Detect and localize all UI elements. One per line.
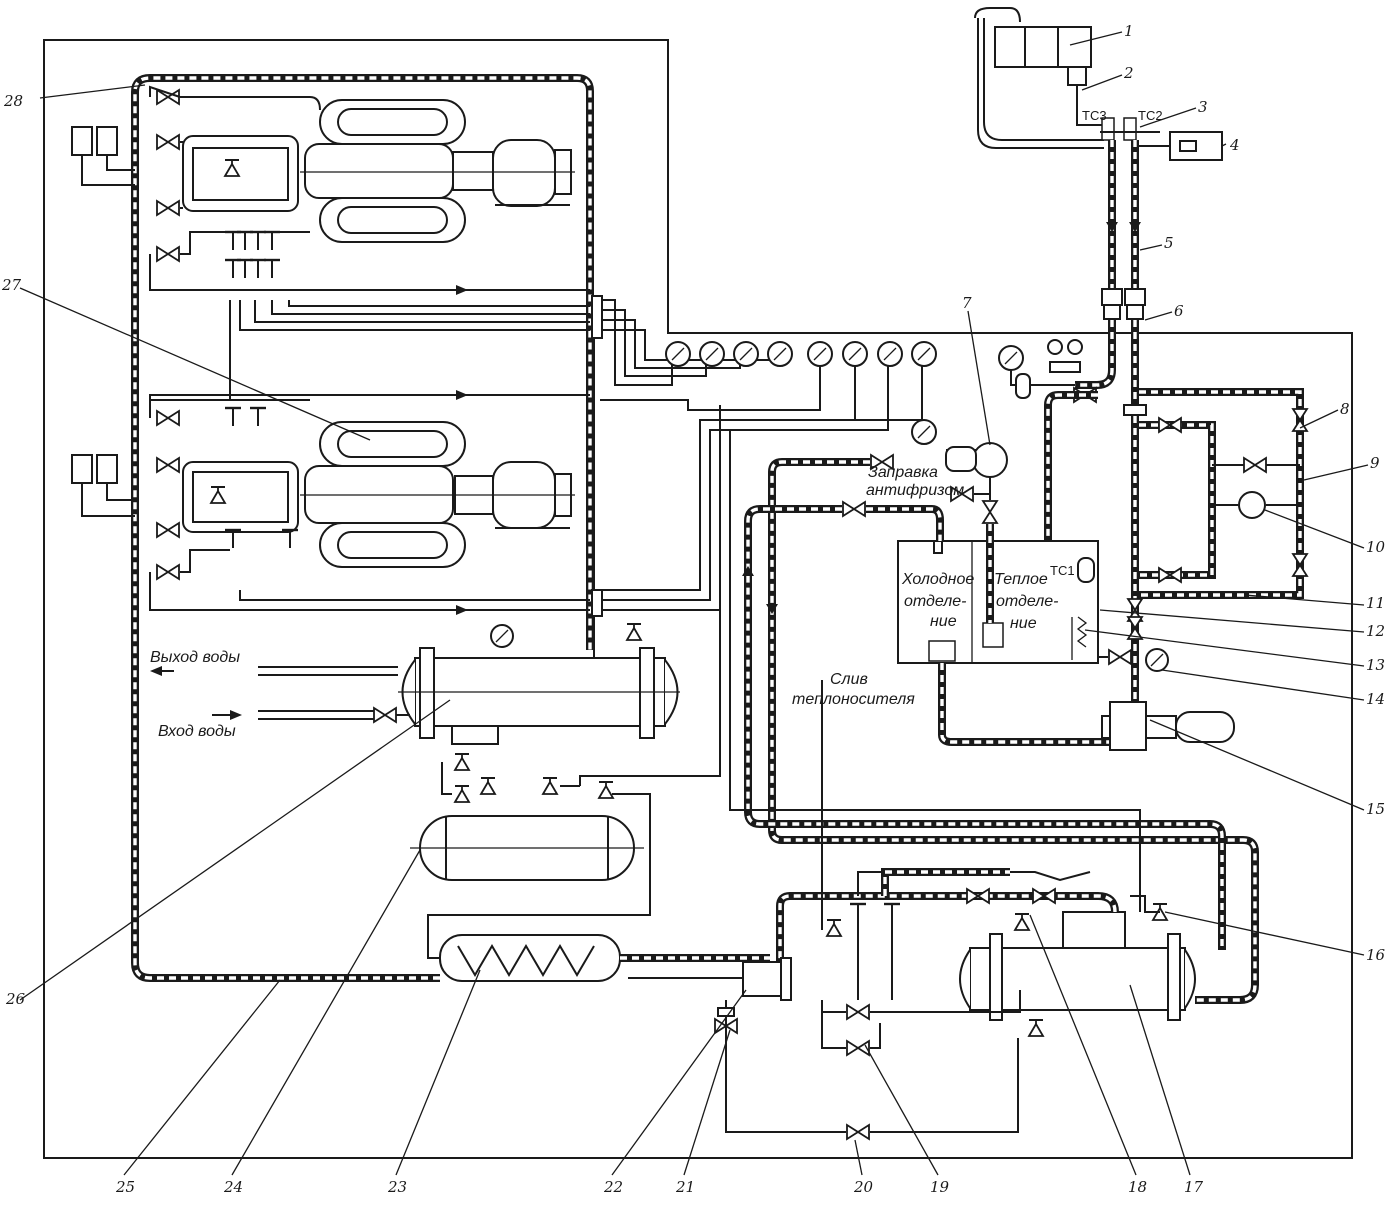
callout-26: 26 bbox=[5, 990, 26, 1008]
callout-15: 15 bbox=[1366, 800, 1385, 818]
coolant-drain-label-1: Слив bbox=[830, 671, 868, 688]
discharge-line bbox=[729, 430, 1141, 912]
callout-24: 24 bbox=[223, 1178, 243, 1196]
callout-23: 23 bbox=[387, 1178, 407, 1196]
brine-loop-pipes bbox=[742, 458, 1259, 1004]
unit-frame bbox=[43, 39, 1353, 1159]
callout-9: 9 bbox=[1370, 454, 1380, 472]
brine-riser-pipes bbox=[1075, 140, 1147, 705]
evaporator-piping bbox=[714, 680, 1160, 1140]
callout-8: 8 bbox=[1340, 400, 1350, 418]
callout-leaders bbox=[19, 31, 1369, 1176]
thermosensor-block bbox=[1100, 117, 1223, 161]
callout-10: 10 bbox=[1366, 538, 1386, 556]
heater-bypass-loop bbox=[1139, 388, 1308, 599]
gauge-line-bundle bbox=[149, 254, 923, 617]
callout-7: 7 bbox=[962, 294, 972, 312]
callout-1: 1 bbox=[1124, 22, 1134, 40]
callout-4: 4 bbox=[1229, 136, 1240, 154]
callout-numbers: 1 2 3 4 5 6 7 8 9 10 11 12 13 14 15 16 1… bbox=[1, 22, 1386, 1196]
gauge-group-top-right bbox=[998, 339, 1098, 560]
callout-25: 25 bbox=[115, 1178, 135, 1196]
callout-14: 14 bbox=[1366, 690, 1385, 708]
labels: Выход воды Вход воды Заправка антифризом… bbox=[150, 108, 1163, 740]
callout-13: 13 bbox=[1366, 656, 1385, 674]
water-condenser bbox=[150, 300, 680, 745]
tc2-label: ТС2 bbox=[1138, 108, 1163, 123]
callout-12: 12 bbox=[1366, 622, 1385, 640]
callout-17: 17 bbox=[1184, 1178, 1204, 1196]
cold-compartment-label-3: ние bbox=[930, 613, 957, 630]
antifreeze-fill-label-2: антифризом bbox=[866, 482, 964, 499]
gauge-panel bbox=[665, 341, 937, 367]
callout-19: 19 bbox=[930, 1178, 950, 1196]
callout-21: 21 bbox=[675, 1178, 695, 1196]
climate-chamber bbox=[897, 540, 1099, 664]
callout-11: 11 bbox=[1366, 594, 1385, 612]
brine-evaporator bbox=[959, 903, 1196, 1037]
cold-compartment-label-1: Холодное bbox=[901, 571, 974, 588]
compressor-unit-top bbox=[71, 85, 575, 280]
callout-20: 20 bbox=[853, 1178, 874, 1196]
callout-22: 22 bbox=[603, 1178, 623, 1196]
compressor-unit-middle bbox=[71, 399, 575, 580]
tc3-label: ТС3 bbox=[1082, 108, 1107, 123]
filter-drier bbox=[628, 957, 792, 1001]
callout-3: 3 bbox=[1198, 98, 1208, 116]
antifreeze-fill-unit bbox=[842, 419, 1008, 623]
coil-heat-exchanger bbox=[427, 793, 770, 982]
coolant-drain-label-2: теплоносителя bbox=[792, 691, 915, 708]
tc1-label: ТС1 bbox=[1050, 563, 1075, 578]
temperature-recorder bbox=[974, 7, 1104, 149]
main-return-pipe bbox=[131, 74, 594, 982]
callout-2: 2 bbox=[1123, 64, 1134, 82]
liquid-receiver bbox=[410, 405, 721, 881]
warm-compartment-label-1: Теплое bbox=[994, 571, 1048, 588]
callout-27: 27 bbox=[1, 276, 22, 294]
water-out-label: Выход воды bbox=[150, 649, 240, 666]
callout-18: 18 bbox=[1128, 1178, 1147, 1196]
callout-28: 28 bbox=[3, 92, 23, 110]
callout-16: 16 bbox=[1366, 946, 1386, 964]
callout-6: 6 bbox=[1174, 302, 1184, 320]
cold-compartment-label-2: отделе- bbox=[904, 593, 967, 610]
warm-compartment-label-3: ние bbox=[1010, 615, 1037, 632]
callout-5: 5 bbox=[1164, 234, 1174, 252]
antifreeze-fill-label-1: Заправка bbox=[868, 464, 938, 481]
water-in-label: Вход воды bbox=[158, 723, 236, 740]
warm-compartment-label-2: отделе- bbox=[996, 593, 1059, 610]
